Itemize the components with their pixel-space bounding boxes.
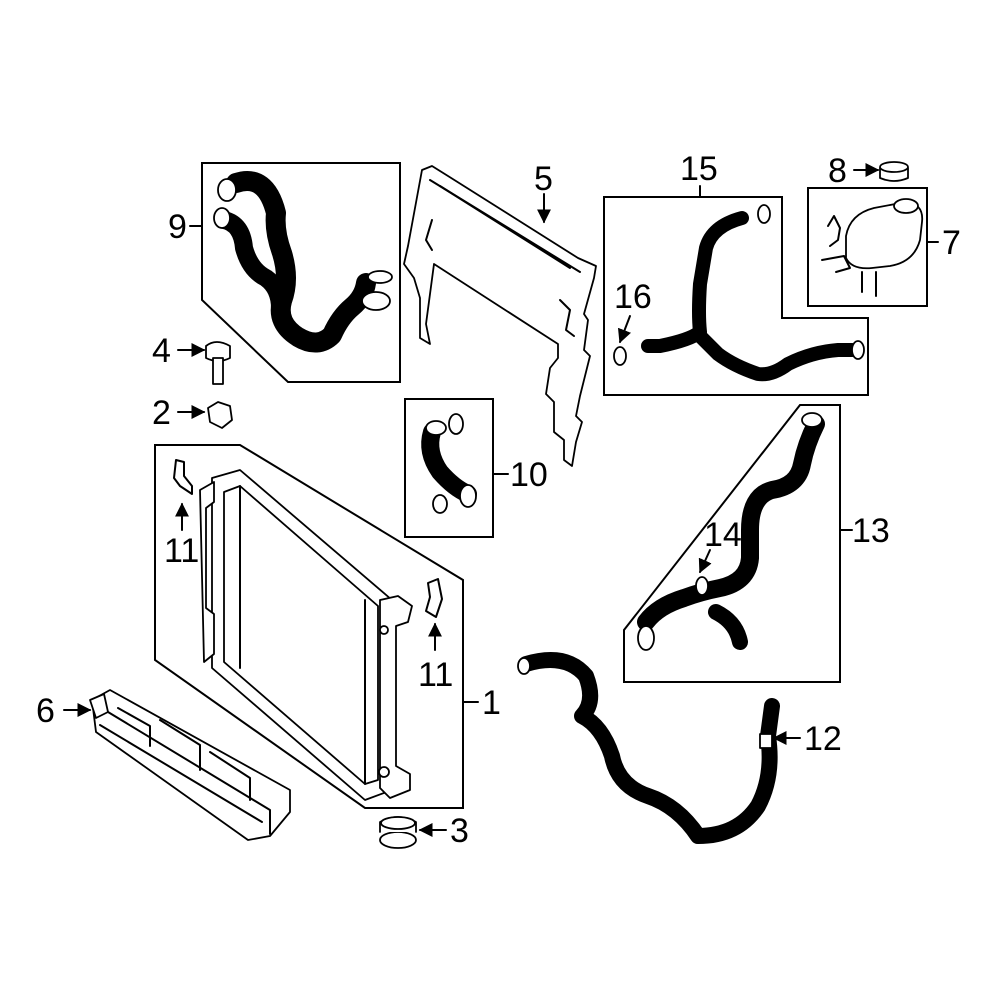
radiator-cap [379,816,417,849]
clip-11-right [425,578,443,618]
callout-10: 10 [510,456,548,494]
callout-15: 15 [680,150,718,188]
callout-16: 16 [614,278,652,316]
callout-11b: 11 [418,656,453,694]
callout-6: 6 [36,692,55,730]
callout-7: 7 [942,224,961,262]
hose-10 [421,413,477,514]
clip-11-left [173,459,193,495]
air-guide [89,689,291,841]
callout-11a: 11 [164,532,199,570]
hose-15-highlighted [613,204,865,382]
callout-8: 8 [828,152,847,190]
expansion-tank [821,198,924,297]
callout-13: 13 [852,512,890,550]
nut [207,401,233,429]
callout-12: 12 [804,720,842,758]
radiator-support [403,165,597,467]
callout-14: 14 [704,516,742,554]
callout-5: 5 [534,160,553,198]
callout-3: 3 [450,812,469,850]
callout-1: 1 [482,684,501,722]
box-hose-13 [623,404,841,683]
reservoir-cap [879,161,909,182]
arrow-16 [617,315,632,344]
box-hose-9 [201,162,401,383]
callout-4: 4 [152,332,171,370]
callout-2: 2 [152,394,171,432]
arrow-14 [698,549,712,574]
hose-13 [637,412,825,651]
push-pin [205,341,231,385]
callout-9: 9 [168,208,187,246]
radiator [199,469,413,801]
upper-hose [213,171,393,353]
hose-12 [517,652,780,844]
